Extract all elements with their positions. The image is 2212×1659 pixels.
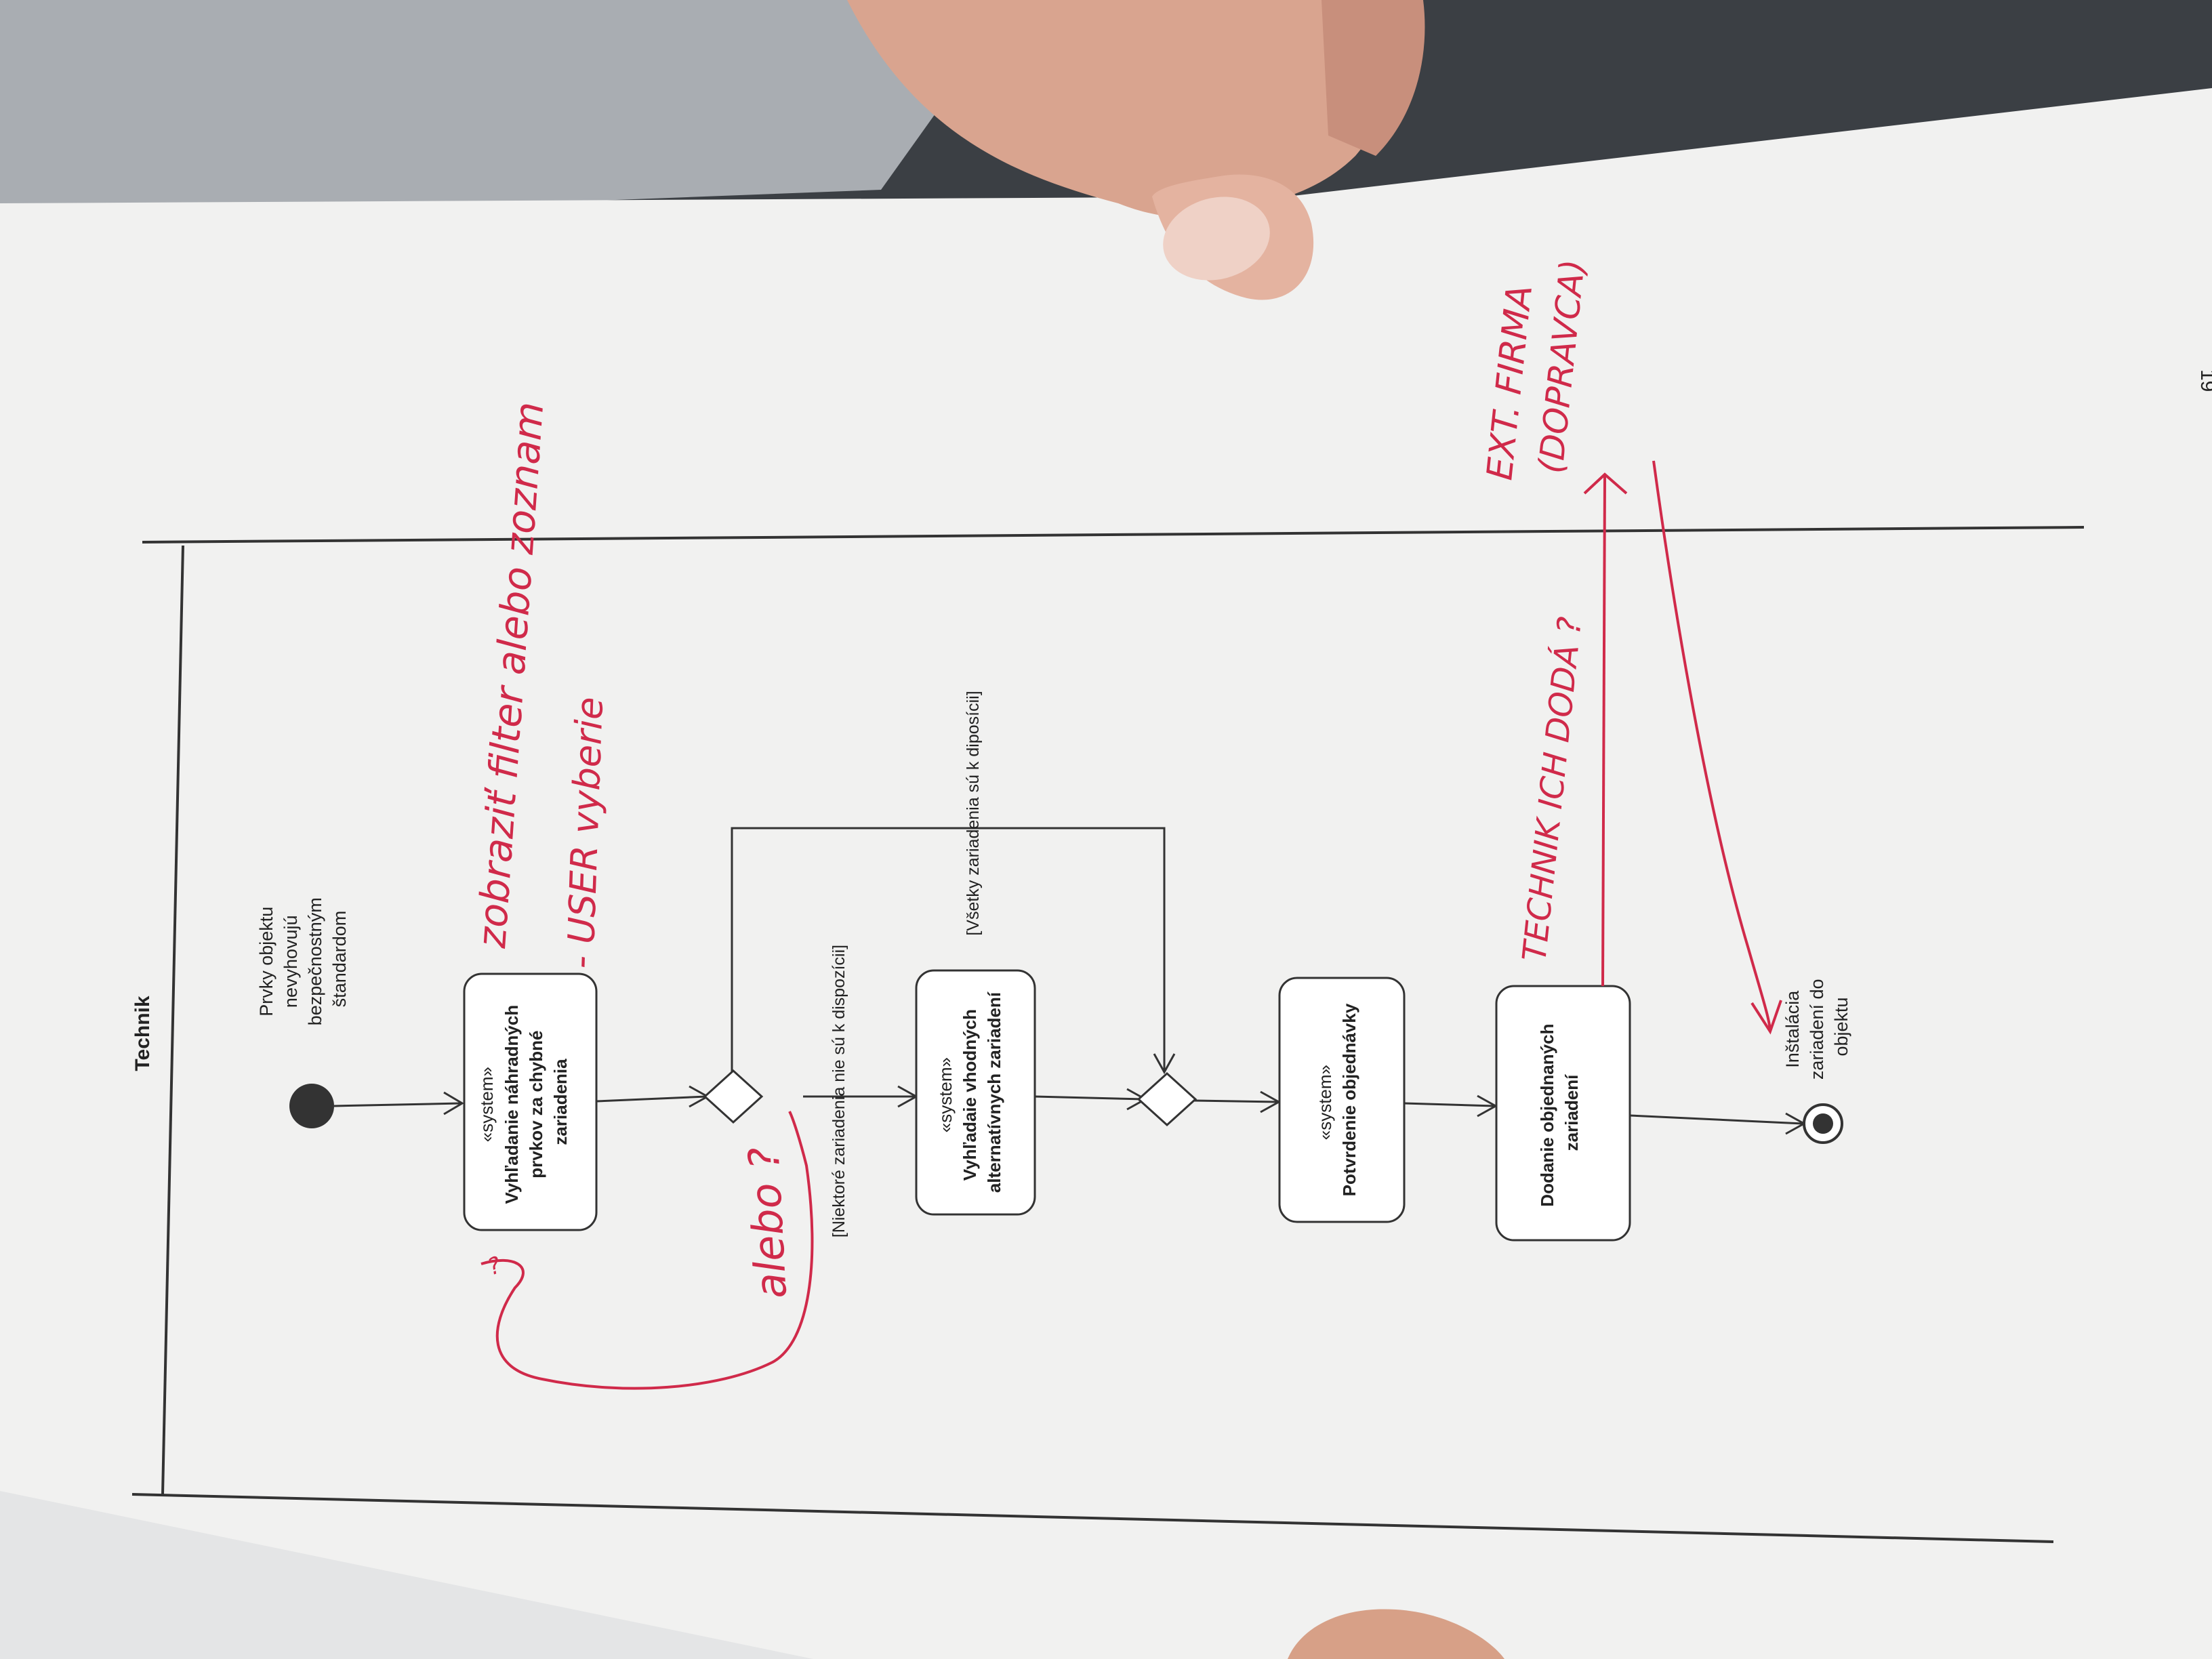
svg-text:«system» Vyhľadaie vhodn: «system» Vyhľadaie vhodných alternatívny…: [935, 991, 1004, 1193]
activity-confirm-order: «system» Potvrdenie objednávky: [1278, 977, 1406, 1223]
hand-top: [847, 0, 1425, 300]
annotation-loop-curve: [480, 1111, 814, 1390]
paper-sheet: [0, 88, 2212, 1659]
decision-node: [703, 1069, 764, 1124]
floor-carpet: [0, 0, 1017, 224]
svg-text:«system» Potvrdenie obje: «system» Potvrdenie objednávky: [1315, 1003, 1359, 1196]
final-node: [1803, 1103, 1843, 1144]
initial-node: [289, 1084, 334, 1128]
guard-all-available: [Všetky zariadenia sú k diposícii]: [964, 691, 983, 935]
flow-a4-to-final: [1629, 1114, 1803, 1125]
swimlane-header-divider: [161, 545, 184, 1495]
final-node-label: Inštalácia zariadení do objektu: [1782, 974, 1851, 1080]
flow-decision-bypass: [731, 827, 1166, 1072]
guard-some-unavailable: [Niektoré zariadenia nie sú k dispozícii…: [830, 945, 848, 1237]
initial-node-label: Prvky objektu nevyhovujú bezpečnostným š…: [256, 893, 350, 1026]
activity-find-alternatives: «system» Vyhľadaie vhodných alternatívny…: [915, 969, 1036, 1216]
merge-node: [1136, 1071, 1197, 1127]
annotation-or-question: alebo ?: [739, 1146, 796, 1300]
annotation-arrow-external: [1652, 460, 1771, 1031]
swimlane-top-border: [142, 526, 2085, 544]
annotation-arrow-technician: [1601, 474, 1606, 987]
annotation-user-selects: - USER vyberie: [559, 696, 611, 969]
activity-deliver-devices: Dodanie objednaných zariadení: [1495, 985, 1631, 1242]
flow-start-to-a1: [333, 1102, 462, 1107]
svg-text:«system» Vyhľadanie náhr: «system» Vyhľadanie náhradných prvkov za…: [476, 1000, 571, 1204]
activity-find-replacements: «system» Vyhľadanie náhradných prvkov za…: [463, 972, 598, 1231]
swimlane-bottom-border: [131, 1493, 2054, 1543]
swimlane-title: Technik: [131, 996, 154, 1071]
swimlane: Technik: [131, 526, 2085, 1543]
svg-text:Dodanie objednaných zari: Dodanie objednaných zariadení: [1537, 1019, 1582, 1206]
control-flows: [333, 827, 1807, 1135]
hand-bottom: [1288, 1609, 1504, 1659]
flow-a2-to-merge: [1034, 1095, 1145, 1101]
paper-shadow: [0, 1491, 813, 1659]
flow-merge-to-a3: [1193, 1099, 1278, 1103]
flow-a3-to-a4: [1404, 1102, 1495, 1107]
flow-a1-to-decision: [596, 1095, 707, 1103]
page-number: 19: [2196, 369, 2212, 392]
